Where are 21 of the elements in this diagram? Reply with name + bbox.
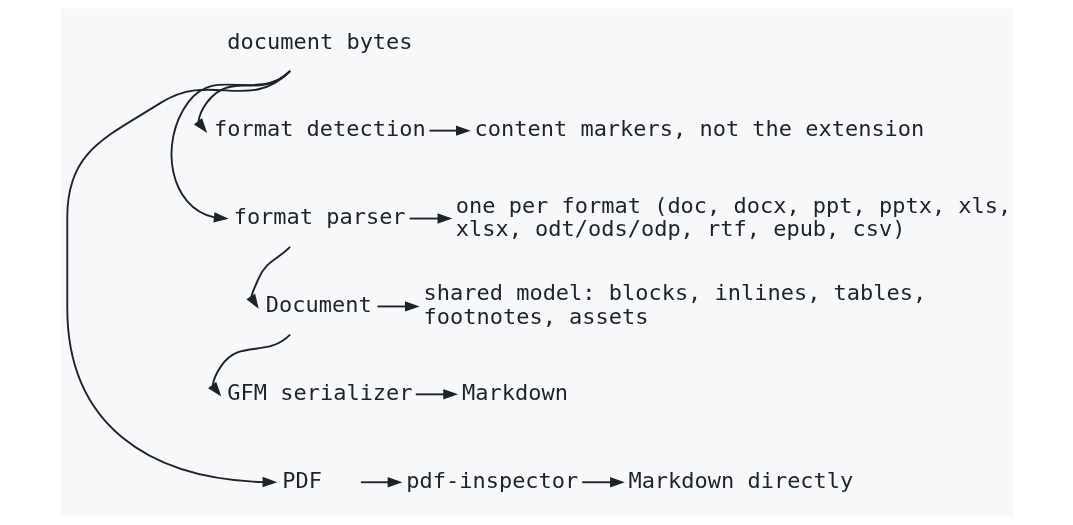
node-text: GFM serializer — [226, 380, 413, 406]
node-text: format parser — [233, 204, 406, 230]
arrow — [428, 125, 471, 136]
node-text: one per format (doc, docx, ppt, pptx, xls, xlsx, odt/ods/odp, rtf, epub, csv) — [455, 192, 1011, 242]
node-text: content markers, not the extension — [474, 116, 924, 142]
arrow — [207, 333, 291, 397]
arrow — [376, 301, 420, 312]
arrow — [359, 477, 402, 488]
arrow — [65, 70, 291, 488]
node-text: Markdown — [461, 380, 568, 406]
node-text: Document — [265, 292, 372, 318]
node-text: shared model: blocks, inlines, tables, footnotes, assets — [423, 280, 926, 330]
arrow — [580, 477, 625, 488]
node-text: Markdown directly — [627, 468, 853, 494]
node-text: format detection — [213, 116, 426, 142]
arrow — [408, 213, 452, 224]
node-text: pdf-inspector — [405, 468, 578, 494]
arrow — [414, 389, 458, 400]
node-text: document bytes — [226, 28, 413, 54]
arrow — [245, 245, 291, 309]
node-text: PDF — [281, 468, 322, 494]
